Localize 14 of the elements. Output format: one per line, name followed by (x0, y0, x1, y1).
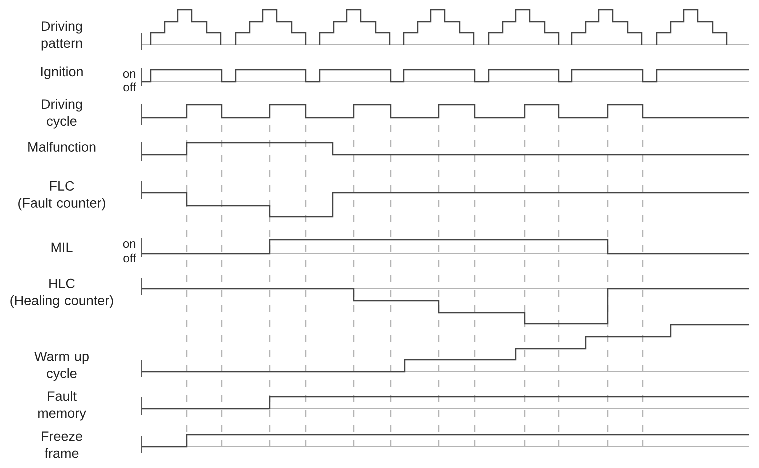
signal-label: Driving pattern (42, 21, 82, 51)
signal-label: Fault memory (38, 391, 86, 421)
signal-label: FLC (Fault counter) (18, 181, 106, 211)
level-label: off (124, 254, 136, 263)
signal-label: Driving cycle (42, 99, 82, 129)
level-label: off (124, 82, 136, 92)
signal-label: HLC (Healing counter) (10, 278, 114, 308)
signal-label: Malfunction (28, 142, 96, 152)
signal-label: Warm up cycle (34, 352, 89, 382)
signal-label: MIL (52, 242, 73, 252)
signal-label: Ignition (41, 66, 83, 80)
signal-label: Freeze frame (42, 432, 82, 458)
level-label: on (123, 242, 136, 248)
level-label: on (123, 72, 136, 78)
